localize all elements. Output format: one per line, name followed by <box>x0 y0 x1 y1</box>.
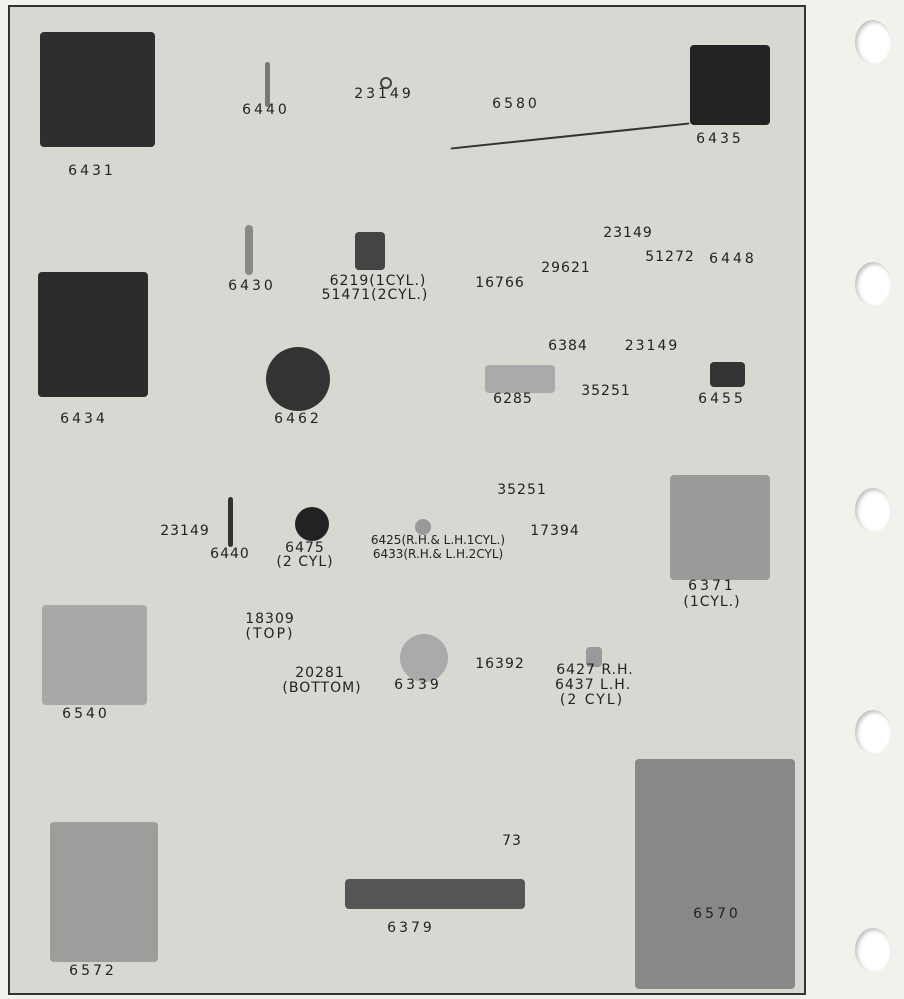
link-6430 <box>245 225 253 275</box>
part-label: 6339 <box>394 677 442 693</box>
part-label: (2 CYL) <box>559 692 625 708</box>
coil-6435 <box>690 45 770 125</box>
pin-6440b <box>228 497 233 547</box>
part-label: 6437 L.H. <box>554 677 632 693</box>
part-label: 6572 <box>69 963 117 979</box>
part-label: 73 <box>502 833 522 849</box>
part-label: 16392 <box>475 656 525 672</box>
part-label: 6371 <box>688 578 736 594</box>
cover-6434 <box>38 272 148 397</box>
wire <box>450 122 690 150</box>
housing-6570 <box>635 759 795 989</box>
part-label: 6431 <box>68 163 116 179</box>
part-label: 51471(2CYL.) <box>321 287 429 303</box>
part-label: 51272 <box>645 249 695 265</box>
part-label: 6448 <box>709 251 757 267</box>
part-label: 6219(1CYL.) <box>329 273 427 289</box>
part-label: 6462 <box>274 411 322 427</box>
part-label: 35251 <box>581 383 631 399</box>
coil-cover-6431 <box>40 32 155 147</box>
part-label: 35251 <box>497 482 547 498</box>
part-label: 6435 <box>696 131 744 147</box>
part-label: 6285 <box>493 391 533 407</box>
parts-plate <box>8 5 806 995</box>
part-label: 16766 <box>475 275 525 291</box>
part-label: 20281 <box>295 665 345 681</box>
plate-6540 <box>42 605 147 705</box>
rotor-6462 <box>266 347 330 411</box>
part-label: 18309 <box>245 611 295 627</box>
part-label: 29621 <box>541 260 591 276</box>
end-cap-6371 <box>670 475 770 580</box>
part-label: 6455 <box>698 391 746 407</box>
part-label: 6580 <box>492 96 540 112</box>
grommet-6425 <box>415 519 431 535</box>
part-label: (1CYL.) <box>683 594 741 610</box>
armature-6379 <box>345 879 525 909</box>
bracket-6455 <box>710 362 745 387</box>
binder-hole <box>855 20 891 64</box>
part-label: 23149 <box>603 225 653 241</box>
washer-6339 <box>400 634 448 682</box>
boot-6219 <box>355 232 385 270</box>
binder-hole <box>855 488 891 532</box>
part-label: (2 CYL) <box>276 554 334 570</box>
part-label: 17394 <box>530 523 580 539</box>
part-label: 6475 <box>285 540 325 556</box>
part-label: 6570 <box>693 906 741 922</box>
part-label: 23149 <box>160 523 210 539</box>
part-label: 6434 <box>60 411 108 427</box>
part-label: 6379 <box>387 920 435 936</box>
bushing-6427 <box>586 647 602 667</box>
part-label: 6440 <box>242 102 290 118</box>
binder-hole <box>855 262 891 306</box>
frame-6572 <box>50 822 158 962</box>
binder-hole <box>855 710 891 754</box>
part-label: 6425(R.H.& L.H.1CYL.) <box>370 533 506 547</box>
pin-6440 <box>265 62 270 107</box>
part-label: 6433(R.H.& L.H.2CYL) <box>372 547 504 561</box>
washer-6475 <box>295 507 329 541</box>
part-label: 6440 <box>210 546 250 562</box>
part-label: 6540 <box>62 706 110 722</box>
part-label: 23149 <box>354 86 414 102</box>
part-label: 6430 <box>228 278 276 294</box>
part-label: 23149 <box>624 338 680 354</box>
part-label: (TOP) <box>245 626 295 642</box>
binder-hole <box>855 928 891 972</box>
condenser-6285 <box>485 365 555 393</box>
part-label: 6427 R.H. <box>556 662 634 678</box>
part-label: 6384 <box>548 338 588 354</box>
part-label: (BOTTOM) <box>282 680 362 696</box>
washer-23149 <box>380 77 392 89</box>
